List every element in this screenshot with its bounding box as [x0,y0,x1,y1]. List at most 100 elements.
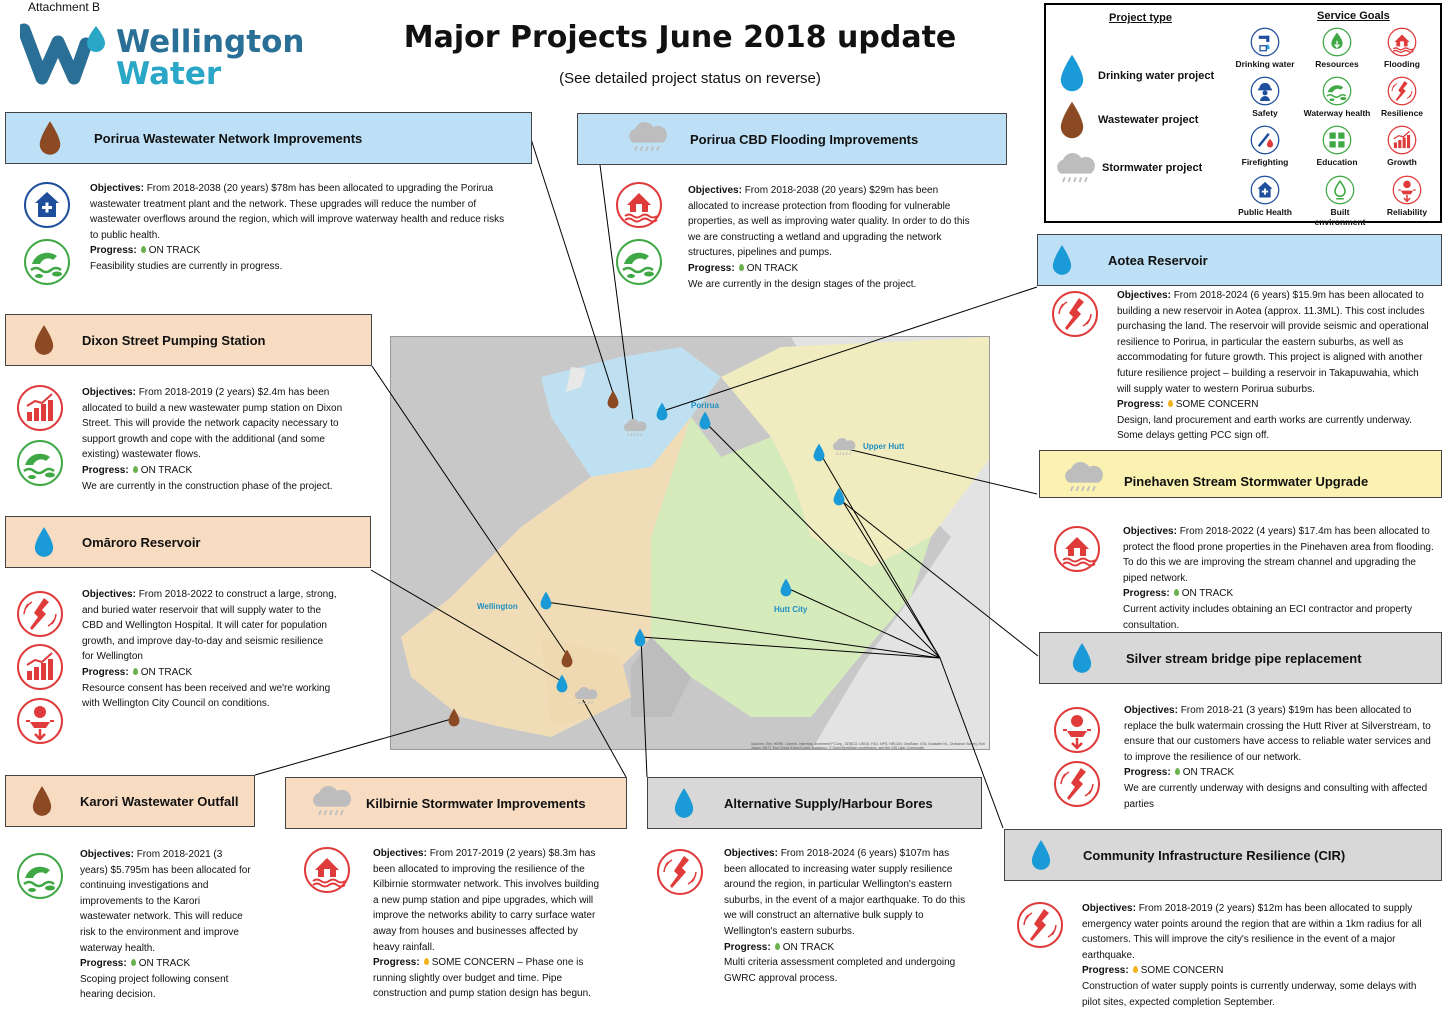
wastewater-drop-icon [32,324,56,356]
project-title: Community Infrastructure Resilience (CIR… [1083,847,1346,863]
project-header-dixon: Dixon Street Pumping Station [5,314,372,366]
goal-resilience: Resilience [1367,76,1437,118]
reliability-icon [16,697,64,745]
project-desc-dixon: Objectives: From 2018-2019 (2 years) $2.… [82,387,343,492]
public-health-goal-icon [1250,175,1280,205]
resilience-icon [1053,760,1101,808]
map-label-hutt-city: Hutt City [774,605,808,614]
project-header-pinehaven: Pinehaven Stream Stormwater Upgrade [1039,450,1442,498]
status-dot [1174,768,1180,776]
legend-service-goals-heading: Service Goals [1317,10,1390,22]
project-desc-silverstream: Objectives: From 2018-21 (3 years) $19m … [1124,705,1431,810]
goal-waterway-health: Waterway health [1302,76,1372,118]
goal-reliability: Reliability [1372,175,1442,217]
region-map: Porirua Upper Hutt Wellington Hutt City … [390,336,990,750]
goal-safety: Safety [1230,76,1300,118]
project-desc-porirua-cbd: Objectives: From 2018-2038 (20 years) $2… [688,185,970,290]
page-subtitle: (See detailed project status on reverse) [559,70,821,87]
waterway-health-icon [615,238,663,286]
firefighting-goal-icon [1250,125,1280,155]
resilience-icon [656,848,704,896]
legend-box: Project type Service Goals Drinking wate… [1044,3,1442,227]
stormwater-cloud-icon [1052,151,1096,189]
project-desc-kilbirnie: Objectives: From 2017-2019 (2 years) $8.… [373,848,600,1000]
goal-firefighting: Firefighting [1230,125,1300,167]
project-header-silverstream: Silver stream bridge pipe replacement [1039,632,1442,684]
wastewater-drop-icon [30,785,54,817]
project-title: Pinehaven Stream Stormwater Upgrade [1124,473,1369,489]
status-dot [130,959,136,967]
stormwater-cloud-icon [624,120,668,158]
goal-flooding: Flooding [1367,27,1437,69]
resources-goal-icon [1322,27,1352,57]
goal-built-environment: Built environment [1305,175,1375,227]
goal-public-health: Public Health [1230,175,1300,217]
goal-drinking-water: Drinking water [1230,27,1300,69]
flooding-icon [615,181,663,229]
legend-type-stormwater: Stormwater project [1102,162,1203,174]
status-dot [423,958,429,966]
stormwater-cloud-icon [308,784,352,822]
project-desc-pinehaven: Objectives: From 2018-2022 (4 years) $17… [1123,526,1434,631]
waterway-health-icon [16,852,64,900]
drinking-water-drop-icon [672,787,696,819]
project-title: Porirua Wastewater Network Improvements [94,130,363,146]
education-goal-icon [1322,125,1352,155]
drinking-water-drop-icon [1050,244,1074,276]
project-title: Silver stream bridge pipe replacement [1126,650,1362,666]
drinking-water-drop-icon [1029,839,1053,871]
project-header-aotea: Aotea Reservoir [1037,234,1442,286]
legend-type-drinking: Drinking water project [1098,70,1215,82]
flooding-icon [1053,525,1101,573]
project-title: Alternative Supply/Harbour Bores [724,795,933,811]
drinking-water-drop-icon [1070,642,1094,674]
wastewater-drop-icon [36,120,64,156]
project-desc-porirua-wastewater: Objectives: From 2018-2038 (20 years) $7… [90,183,505,272]
project-header-kilbirnie: Kilbirnie Stormwater Improvements [285,777,627,829]
attachment-label: Attachment B [28,0,101,14]
status-dot [774,942,780,950]
legend-type-wastewater: Wastewater project [1098,114,1199,126]
project-title: Porirua CBD Flooding Improvements [690,131,919,147]
reliability-goal-icon [1392,175,1422,205]
project-header-cir: Community Infrastructure Resilience (CIR… [1004,829,1442,881]
public-health-icon [23,181,71,229]
safety-goal-icon [1250,76,1280,106]
reliability-icon [1053,706,1101,754]
project-title: Aotea Reservoir [1108,252,1208,268]
map-attribution: Sources: Esri, HERE, Garmin, Intermap, i… [751,742,985,750]
stormwater-cloud-icon [1060,460,1104,498]
waterway-health-icon [23,238,71,286]
wastewater-drop-icon [1058,100,1086,140]
growth-icon [16,384,64,432]
project-title: Kilbirnie Stormwater Improvements [366,795,586,811]
logo-line2: Water [116,56,222,92]
status-dot [132,465,138,473]
growth-icon [16,643,64,691]
drinking-water-goal-icon [1250,27,1280,57]
project-title: Omāroro Reservoir [82,534,201,550]
status-dot [140,246,146,254]
project-desc-aotea: Objectives: From 2018-2024 (6 years) $15… [1117,290,1429,442]
project-title: Dixon Street Pumping Station [82,332,266,348]
map-label-porirua: Porirua [691,401,720,410]
map-label-upper-hutt: Upper Hutt [863,442,905,451]
status-dot [1173,589,1179,597]
project-desc-omaroro: Objectives: From 2018-2022 to construct … [82,589,337,710]
flooding-icon [303,846,351,894]
project-header-karori: Karori Wastewater Outfall [5,775,255,827]
goal-resources: Resources [1302,27,1372,69]
status-dot [738,263,744,271]
waterway-health-icon [16,439,64,487]
project-header-porirua-cbd: Porirua CBD Flooding Improvements [577,113,1007,165]
project-title: Karori Wastewater Outfall [80,793,239,809]
project-header-omaroro: Omāroro Reservoir [5,516,371,568]
resilience-icon [1051,290,1099,338]
project-desc-karori: Objectives: From 2018-2021 (3 years) $5.… [80,849,251,1001]
project-desc-cir: Objectives: From 2018-2019 (2 years) $12… [1082,903,1422,1008]
goal-education: Education [1302,125,1372,167]
project-desc-harbour-bores: Objectives: From 2018-2024 (6 years) $10… [724,848,966,984]
project-header-harbour-bores: Alternative Supply/Harbour Bores [647,777,982,829]
logo-line1: Wellington [116,24,305,60]
status-dot [1167,400,1173,408]
